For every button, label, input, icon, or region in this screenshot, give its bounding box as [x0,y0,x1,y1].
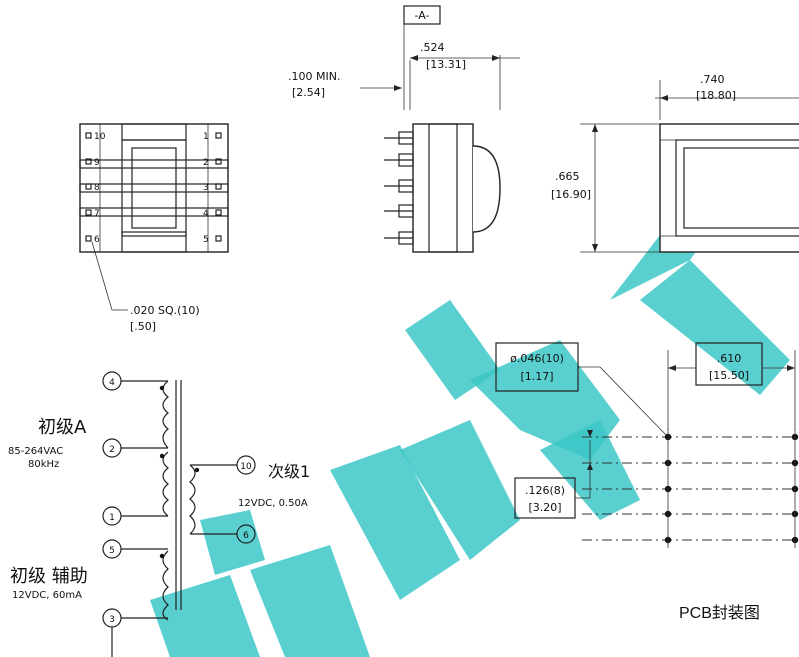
datum-label: -A- [415,9,430,22]
pin-label-2: 2 [203,158,209,168]
standoff-in: .100 MIN. [288,70,340,83]
aux-winding-spec: 12VDC, 60mA [12,590,82,601]
lead-length-in: .524 [420,41,445,54]
pcb-footprint-title: PCB封装图 [679,604,760,622]
pitch-mm: [3.20] [528,501,561,514]
svg-text:10: 10 [240,462,252,472]
pin-size-in: .020 SQ.(10) [130,304,200,317]
front-view: .740 [18.80] .665 [16.90] [551,73,799,253]
pcb-footprint: ø.046(10) [1.17] .126(8) [3.20] .610 [15… [495,342,799,622]
pin-label-4: 4 [203,209,209,219]
pin-label-6: 6 [94,235,100,245]
pin-label-10: 10 [94,132,106,142]
primary-a-voltage: 85-264VAC [8,446,63,457]
width-in: .740 [700,73,725,86]
pin-label-7: 7 [94,209,100,219]
top-view: 10 9 8 7 6 1 2 3 4 5 .020 SQ.(10) [.50] [79,123,229,333]
primary-a-label: 初级A [38,417,87,438]
secondary-label: 次级1 [268,462,310,481]
lead-length-mm: [13.31] [426,58,466,71]
secondary-spec: 12VDC, 0.50A [238,498,308,509]
hole-dia-in: ø.046(10) [510,352,564,365]
aux-winding-label: 初级 辅助 [10,566,88,587]
pin-label-8: 8 [94,183,100,193]
height-in: .665 [555,170,580,183]
winding-schematic: 4 2 1 5 3 10 6 初级A 85-264VAC [8,371,310,657]
pitch-in: .126(8) [525,484,565,497]
svg-text:1: 1 [109,513,115,523]
pin-label-1: 1 [203,132,209,142]
svg-text:5: 5 [109,546,115,556]
svg-text:2: 2 [109,445,115,455]
width-mm: [18.80] [696,89,736,102]
pin-label-3: 3 [203,183,209,193]
primary-a-frequency: 80kHz [28,459,59,470]
svg-text:6: 6 [243,531,249,541]
svg-text:3: 3 [109,615,115,625]
hole-dia-mm: [1.17] [520,370,553,383]
standoff-mm: [2.54] [292,86,325,99]
row-spacing-mm: [15.50] [709,369,749,382]
pin-label-5: 5 [203,235,209,245]
datum-a: -A- [403,5,441,110]
side-view: .524 [13.31] .100 MIN. [2.54] [288,41,520,253]
pin-size-mm: [.50] [130,320,156,333]
row-spacing-in: .610 [717,352,742,365]
svg-text:4: 4 [109,378,115,388]
pin-label-9: 9 [94,158,100,168]
height-mm: [16.90] [551,188,591,201]
